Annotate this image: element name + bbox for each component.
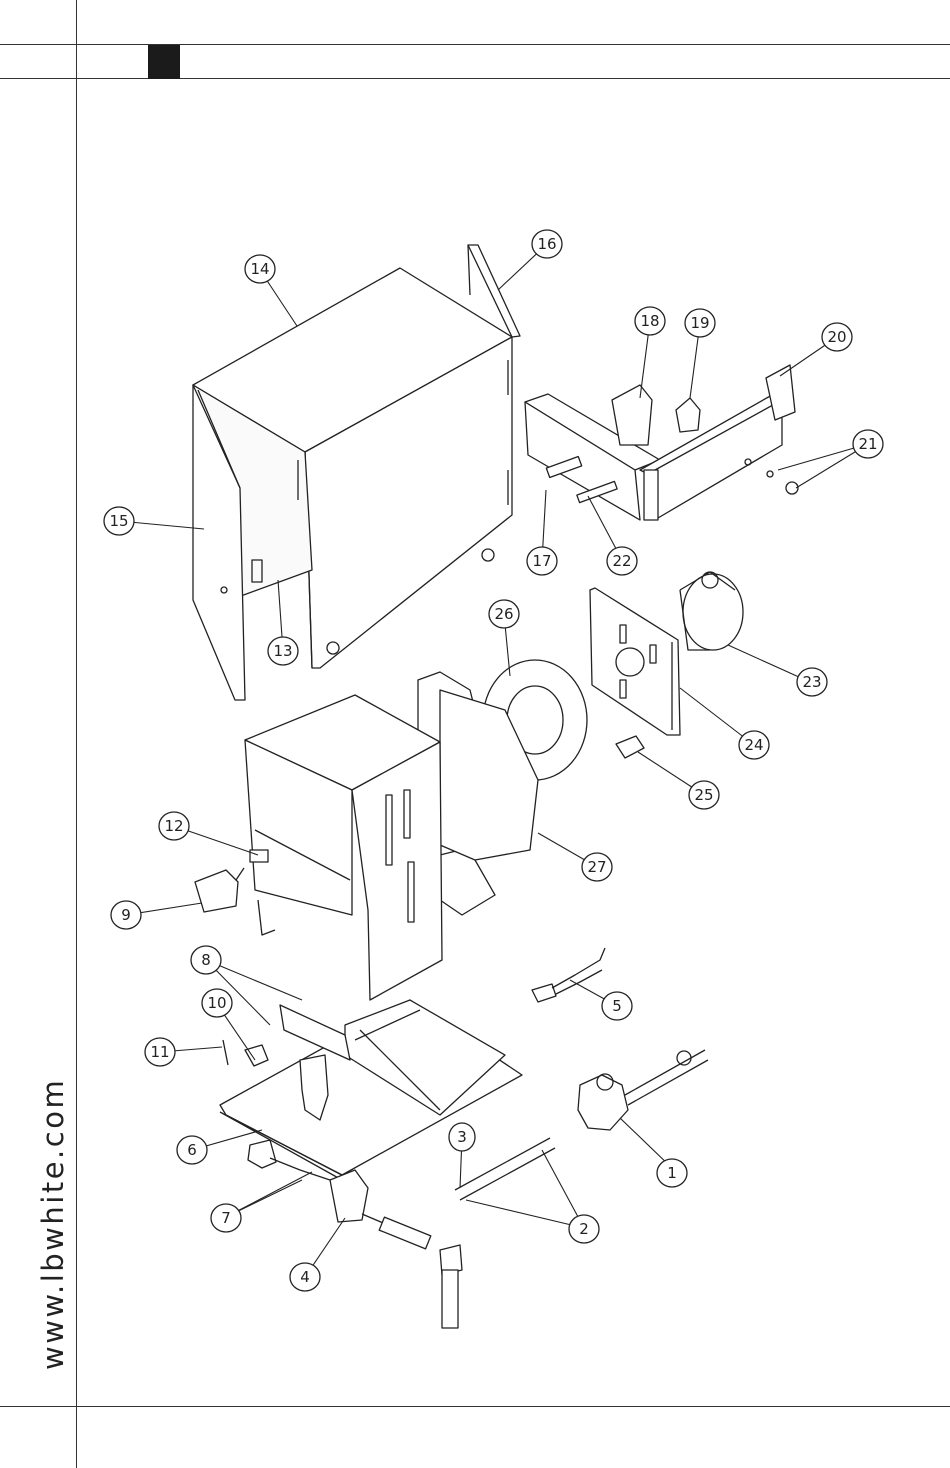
- svg-text:14: 14: [250, 260, 269, 278]
- svg-text:16: 16: [537, 235, 556, 253]
- blower-assembly: [418, 660, 587, 915]
- svg-text:4: 4: [300, 1268, 310, 1286]
- callout-9: 9: [111, 901, 141, 929]
- svg-text:22: 22: [612, 552, 631, 570]
- svg-text:17: 17: [532, 552, 551, 570]
- callout-16: 16: [532, 230, 562, 258]
- callout-10: 10: [202, 989, 232, 1017]
- heat-exchanger-box: [245, 695, 442, 1000]
- callout-8: 8: [191, 946, 221, 974]
- callout-6: 6: [177, 1136, 207, 1164]
- svg-text:19: 19: [690, 314, 709, 332]
- svg-text:23: 23: [802, 673, 821, 691]
- svg-text:12: 12: [164, 817, 183, 835]
- svg-text:7: 7: [221, 1209, 231, 1227]
- cabinet-assembly: [193, 245, 520, 700]
- svg-text:2: 2: [579, 1220, 589, 1238]
- svg-text:21: 21: [858, 435, 877, 453]
- callout-1: 1: [657, 1159, 687, 1187]
- svg-text:1: 1: [667, 1164, 677, 1182]
- callout-19: 19: [685, 309, 715, 337]
- svg-text:6: 6: [187, 1141, 197, 1159]
- callout-14: 14: [245, 255, 275, 283]
- callout-26: 26: [489, 600, 519, 628]
- svg-text:10: 10: [207, 994, 226, 1012]
- callout-18: 18: [635, 307, 665, 335]
- svg-text:9: 9: [121, 906, 131, 924]
- callout-13: 13: [268, 637, 298, 665]
- callout-15: 15: [104, 507, 134, 535]
- svg-text:24: 24: [744, 736, 763, 754]
- callout-7: 7: [211, 1204, 241, 1232]
- svg-text:5: 5: [612, 997, 622, 1015]
- svg-text:26: 26: [494, 605, 513, 623]
- callout-24: 24: [739, 731, 769, 759]
- svg-text:15: 15: [109, 512, 128, 530]
- callout-12: 12: [159, 812, 189, 840]
- svg-text:13: 13: [273, 642, 292, 660]
- callout-5: 5: [602, 992, 632, 1020]
- callout-25: 25: [689, 781, 719, 809]
- svg-text:11: 11: [150, 1043, 169, 1061]
- control-box: [525, 365, 798, 520]
- svg-text:27: 27: [587, 858, 606, 876]
- callout-27: 27: [582, 853, 612, 881]
- callout-11: 11: [145, 1038, 175, 1066]
- motor-plate-assembly: [590, 572, 743, 758]
- callout-22: 22: [607, 547, 637, 575]
- callout-21: 21: [853, 430, 883, 458]
- callout-23: 23: [797, 668, 827, 696]
- callout-20: 20: [822, 323, 852, 351]
- callout-17: 17: [527, 547, 557, 575]
- svg-text:20: 20: [827, 328, 846, 346]
- svg-text:8: 8: [201, 951, 211, 969]
- callout-3: 3: [449, 1123, 475, 1151]
- svg-text:25: 25: [694, 786, 713, 804]
- callout-2: 2: [569, 1215, 599, 1243]
- callout-4: 4: [290, 1263, 320, 1291]
- svg-text:18: 18: [640, 312, 659, 330]
- svg-text:3: 3: [457, 1128, 467, 1146]
